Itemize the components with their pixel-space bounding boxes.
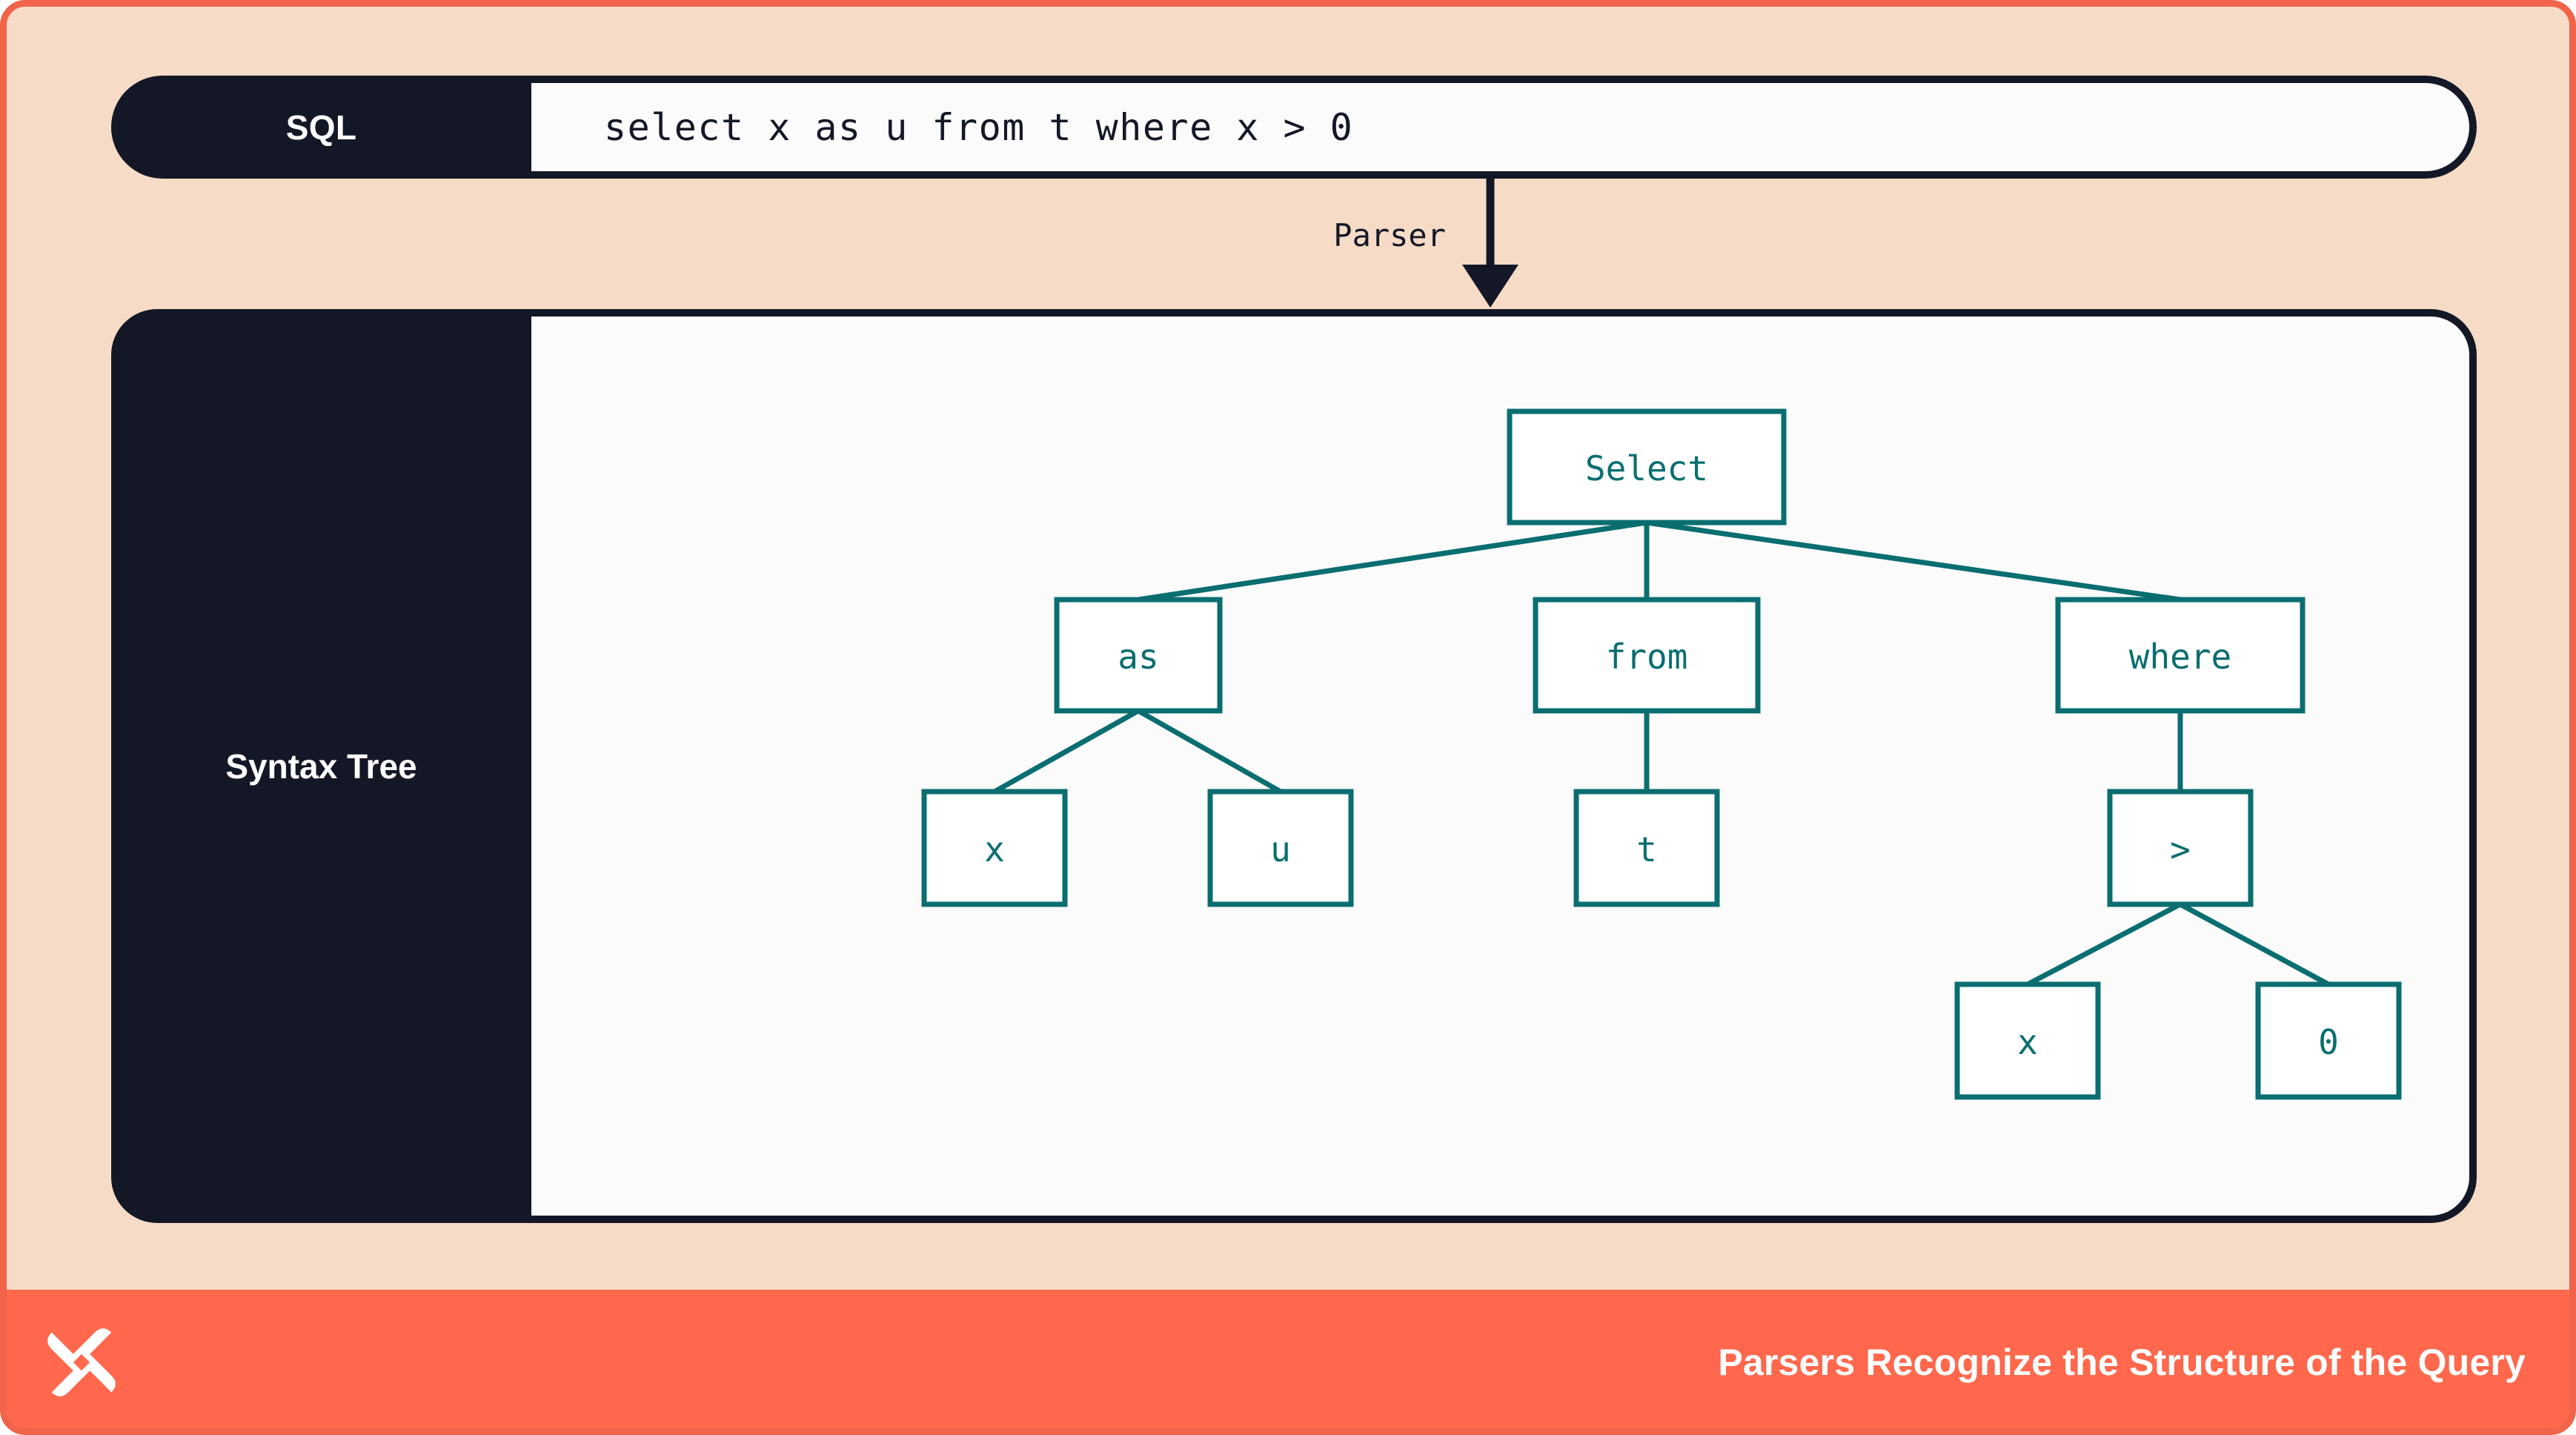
tree-node[interactable]: > — [2107, 789, 2254, 907]
tree-node[interactable]: where — [2055, 597, 2306, 714]
tree-node-box — [1207, 789, 1354, 907]
syntax-tree-canvas: Select as from where x u t > x 0 — [531, 309, 2477, 1223]
tree-node-label: u — [1270, 829, 1291, 869]
tree-node-label: 0 — [2318, 1022, 2339, 1062]
syntax-tree-row: Syntax Tree Select as from where x u t > x 0 — [111, 309, 2477, 1223]
sql-label-text: SQL — [285, 107, 357, 147]
tree-edge — [2026, 901, 2182, 987]
tree-node-box — [2055, 597, 2306, 714]
tree-node-label: from — [1606, 637, 1688, 677]
sql-query-text: select x as u from t where x > 0 — [604, 105, 1354, 149]
tree-node-label: x — [2017, 1022, 2038, 1062]
tree-node-label: x — [984, 829, 1005, 869]
tree-edge — [993, 708, 1140, 795]
tree-edge — [2179, 901, 2330, 987]
tree-node-label: > — [2170, 829, 2191, 869]
footer-bar: Parsers Recognize the Structure of the Q… — [7, 1290, 2569, 1428]
tree-node-box — [1507, 408, 1787, 526]
sql-row: SQL select x as u from t where x > 0 — [111, 76, 2477, 179]
tree-edges — [993, 520, 2330, 987]
parser-transform: Parser — [1267, 176, 1563, 311]
tree-node-box — [2107, 789, 2254, 907]
parser-label: Parser — [1333, 217, 1446, 253]
tree-node[interactable]: u — [1207, 789, 1354, 907]
footer-caption: Parsers Recognize the Structure of the Q… — [1718, 1342, 2526, 1383]
tree-edge — [1137, 708, 1282, 795]
syntax-tree-graphic: Select as from where x u t > x 0 — [921, 408, 2402, 1100]
tree-nodes: Select as from where x u t > x 0 — [921, 408, 2402, 1100]
tree-node-box — [921, 789, 1068, 907]
tree-node-label: where — [2129, 637, 2231, 677]
tree-node[interactable]: from — [1533, 597, 1761, 714]
syntax-tree-label-text: Syntax Tree — [225, 746, 417, 786]
tree-node-box — [2255, 981, 2402, 1100]
tree-edge — [1138, 520, 1647, 603]
tree-node-box — [1054, 597, 1223, 714]
arrow-down-icon — [1462, 176, 1518, 308]
tree-node-box — [1573, 789, 1720, 907]
tree-node-label: as — [1118, 637, 1158, 677]
tree-node-box — [1954, 981, 2101, 1100]
sql-query-field[interactable]: select x as u from t where x > 0 — [531, 76, 2477, 179]
brand-x-logo — [47, 1328, 116, 1396]
sql-row-label: SQL — [111, 76, 531, 179]
tree-node[interactable]: t — [1573, 789, 1720, 907]
syntax-tree-row-label: Syntax Tree — [111, 309, 531, 1223]
tree-node-box — [1533, 597, 1761, 714]
tree-node[interactable]: 0 — [2255, 981, 2402, 1100]
tree-node-label: Select — [1585, 448, 1708, 488]
tree-edge — [1646, 520, 2181, 603]
tree-node[interactable]: x — [921, 789, 1068, 907]
tree-node-label: t — [1636, 829, 1657, 869]
tree-node[interactable]: Select — [1507, 408, 1787, 526]
tree-node[interactable]: x — [1954, 981, 2101, 1100]
tree-node[interactable]: as — [1054, 597, 1223, 714]
